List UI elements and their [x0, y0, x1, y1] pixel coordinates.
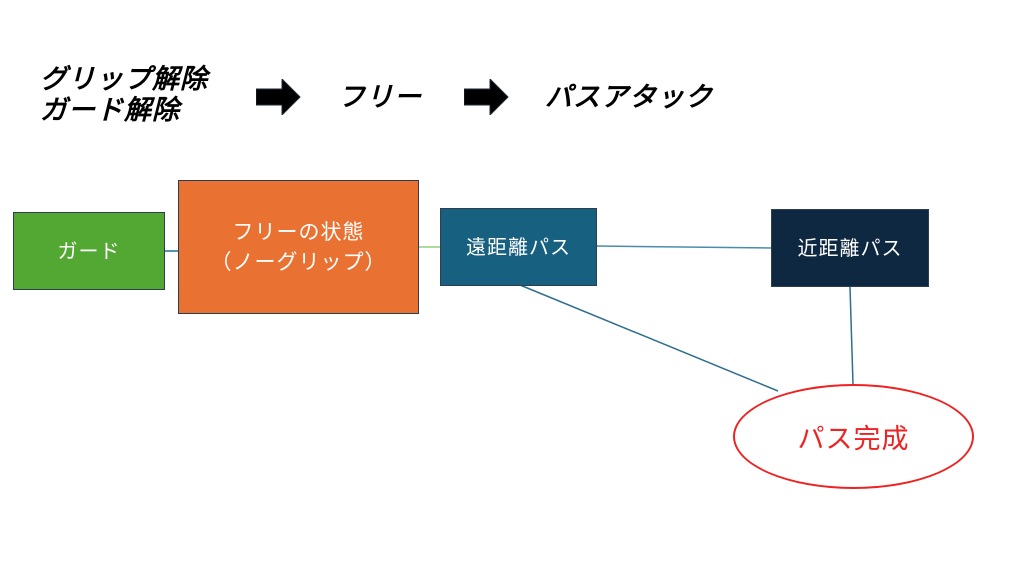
node-short-pass: 近距離パス	[771, 209, 929, 287]
step1-line1: グリップ解除	[40, 64, 208, 95]
step2-title: フリー	[338, 82, 422, 113]
node-free-state-line2: （ノーグリップ）	[210, 250, 387, 274]
step1-line2: ガード解除	[40, 95, 180, 126]
connector-longpass-shortpass	[595, 245, 773, 249]
node-guard-label: ガード	[57, 239, 121, 263]
connector-shortpass-complete	[849, 286, 854, 385]
node-guard: ガード	[13, 212, 165, 290]
node-free-state: フリーの状態 （ノーグリップ）	[178, 180, 419, 314]
node-long-pass: 遠距離パス	[440, 208, 597, 286]
right-arrow-icon	[256, 79, 301, 115]
node-pass-complete: パス完成	[733, 384, 974, 489]
step1-title: グリップ解除 ガード解除	[40, 64, 208, 126]
node-long-pass-label: 遠距離パス	[466, 235, 571, 259]
node-short-pass-label: 近距離パス	[797, 236, 903, 260]
connector-longpass-complete	[519, 284, 779, 392]
node-free-state-line1: フリーの状態	[232, 220, 365, 244]
step3-title: パスアタック	[545, 82, 713, 113]
right-arrow-icon	[464, 79, 509, 115]
node-pass-complete-label: パス完成	[797, 424, 910, 455]
